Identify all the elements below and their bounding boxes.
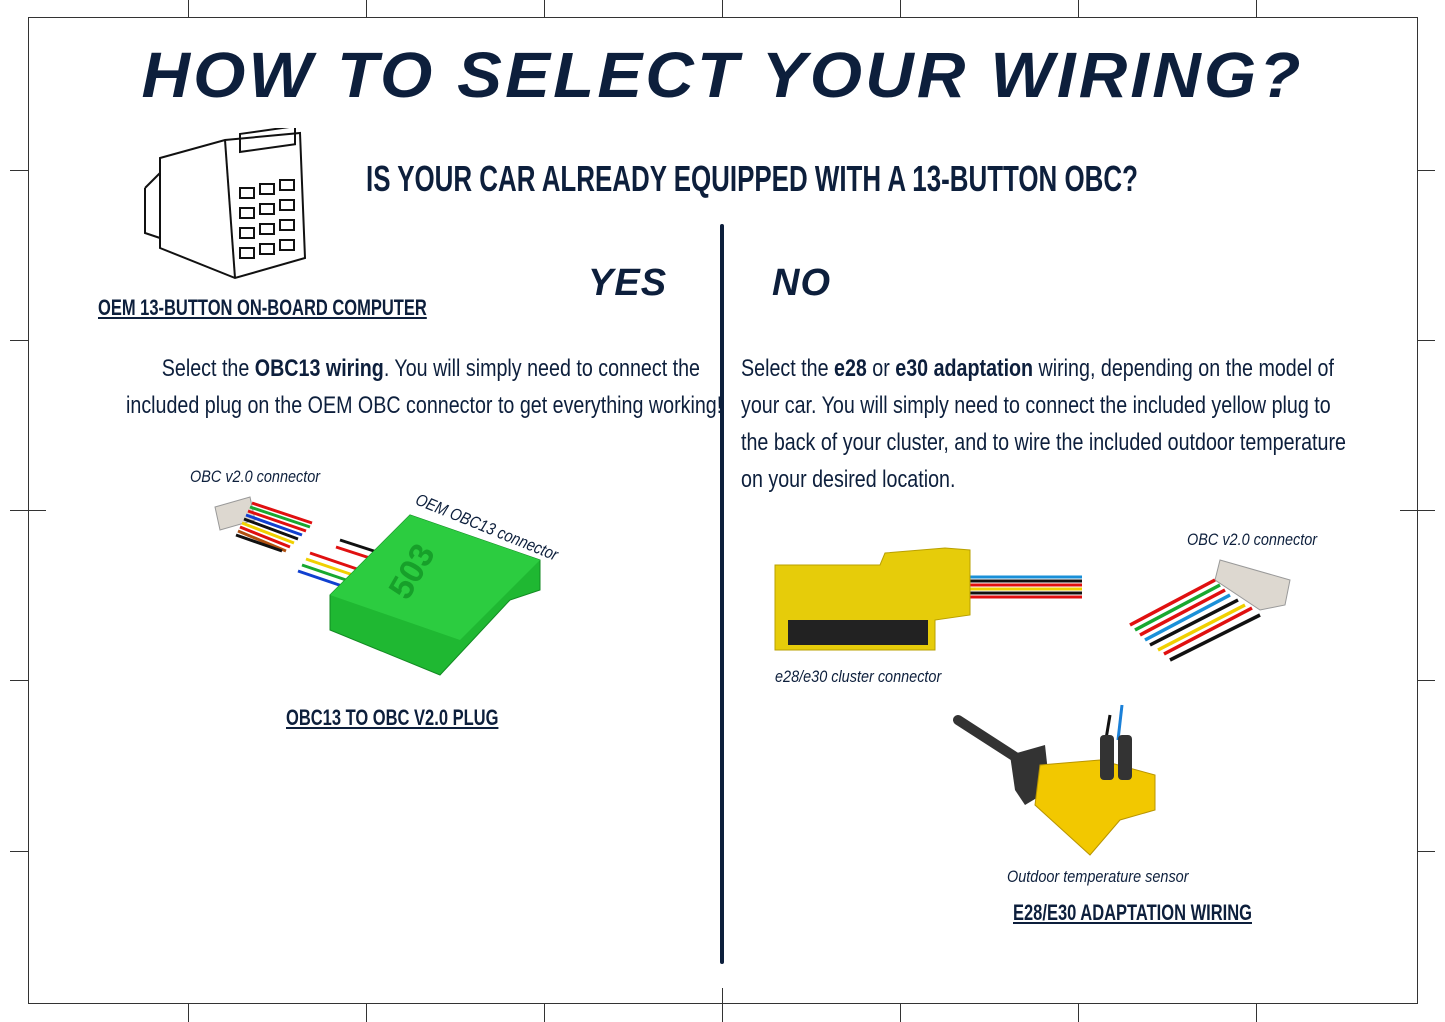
yes-heading: YES [588,262,668,304]
text: Select the [161,355,255,382]
text: included plug on the OEM OBC connector t… [126,392,723,419]
column-divider [720,224,724,964]
no-instructions: Select the e28 or e30 adaptation wiring,… [741,350,1421,498]
obc-computer-illustration [144,128,307,280]
text: wiring, depending on the model of [1033,355,1334,382]
cluster-connector-illustration [774,547,1082,651]
page-title: HOW TO SELECT YOUR WIRING? [141,39,1304,111]
obc13-plug-illustration: 503 [214,496,541,676]
e30-emphasis: e30 adaptation [895,355,1034,382]
adaptation-wiring-caption: E28/E30 ADAPTATION WIRING [1013,900,1252,925]
text: the back of your cluster, and to wire th… [741,429,1346,456]
question-heading: IS YOUR CAR ALREADY EQUIPPED WITH A 13-B… [366,158,1138,199]
obc-v2-label-right: OBC v2.0 connector [1187,530,1318,549]
text: . You will simply need to connect the [383,355,700,382]
cluster-connector-label: e28/e30 cluster connector [775,667,942,686]
temperature-sensor-illustration [953,704,1156,856]
obc-caption: OEM 13-BUTTON ON-BOARD COMPUTER [98,295,427,320]
obc-v2-connector-illustration [1129,559,1291,662]
text: Select the [741,355,834,382]
text: your car. You will simply need to connec… [741,392,1331,419]
text: or [866,355,896,382]
no-heading: NO [772,262,831,304]
yes-instructions: Select the OBC13 wiring. You will simply… [0,350,722,424]
obc13-wiring-emphasis: OBC13 wiring [254,355,384,382]
obc-v2-label-left: OBC v2.0 connector [190,467,321,486]
e28-emphasis: e28 [833,355,867,382]
sensor-label: Outdoor temperature sensor [1007,867,1189,886]
plug-caption: OBC13 TO OBC V2.0 PLUG [286,705,499,730]
text: on your desired location. [741,466,956,493]
